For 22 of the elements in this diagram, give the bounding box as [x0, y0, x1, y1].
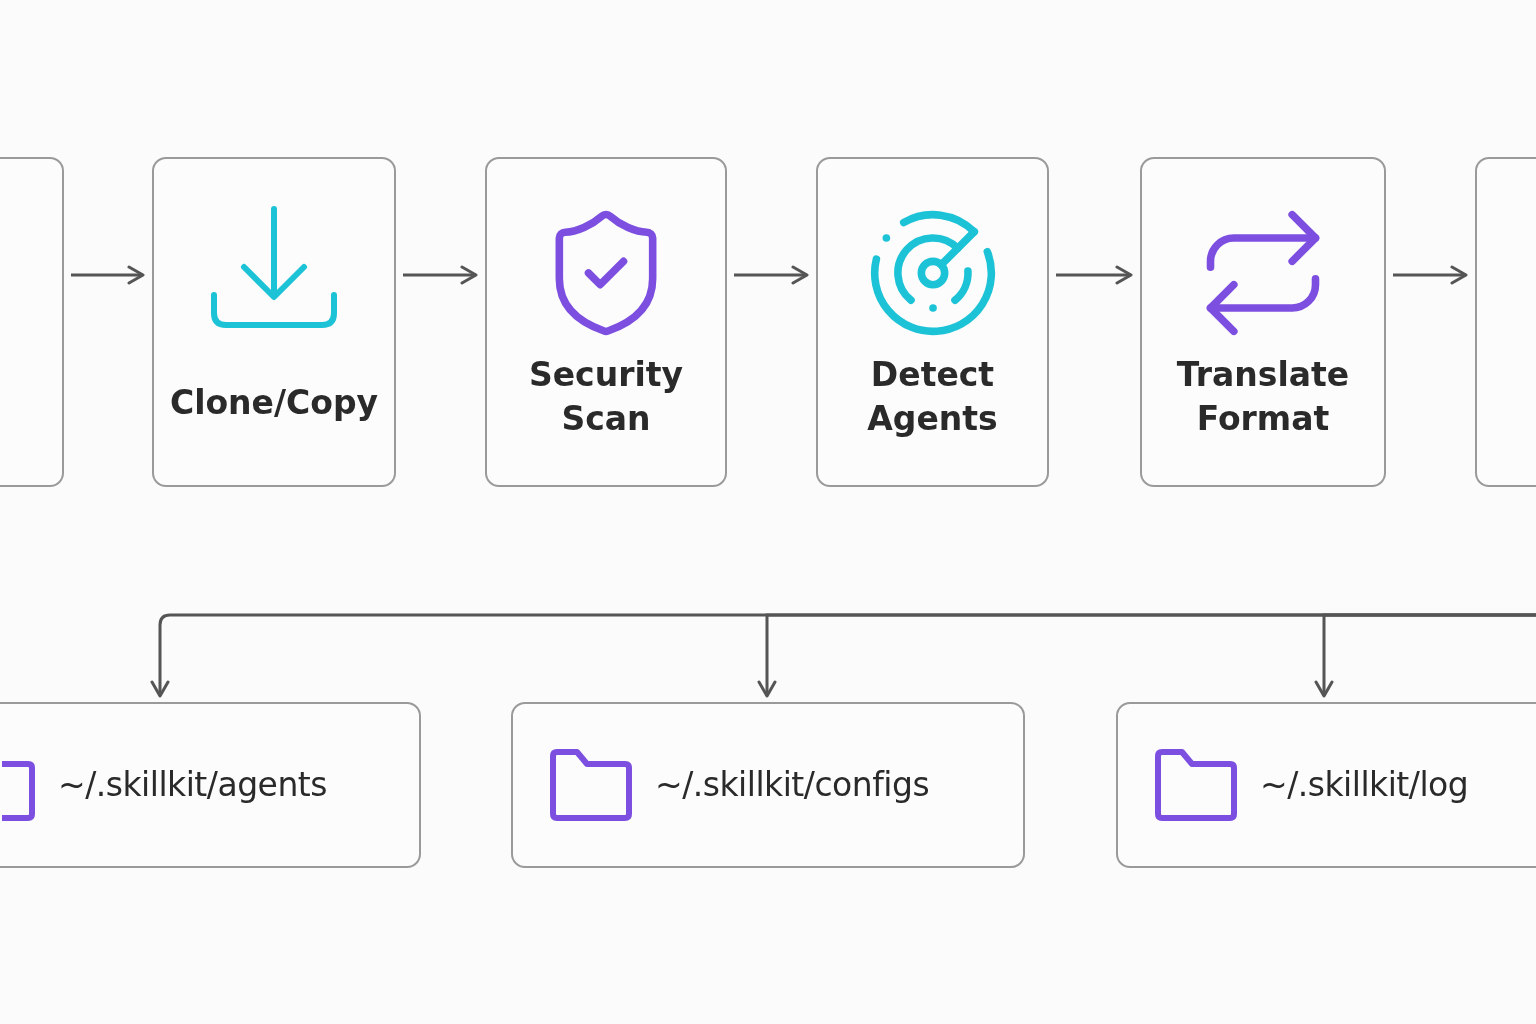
step-box	[152, 157, 396, 487]
step-box	[1475, 157, 1536, 487]
arrow	[1314, 613, 1536, 698]
step-box	[816, 157, 1049, 487]
arrow	[403, 265, 478, 285]
step-label: Security Scan	[527, 354, 685, 440]
folder-box	[1116, 702, 1536, 868]
folder-box	[511, 702, 1025, 868]
step-box	[485, 157, 727, 487]
step-label: Clone/Copy	[168, 382, 380, 424]
arrow	[734, 265, 809, 285]
arrow	[71, 265, 145, 285]
arrow	[1393, 265, 1468, 285]
path-label: ~/.skillkit/log	[1260, 764, 1469, 807]
step-box	[0, 157, 64, 487]
folder-box	[0, 702, 421, 868]
step-box	[1140, 157, 1386, 487]
step-label: Detect Agents	[866, 354, 999, 440]
step-label: Translate Format	[1175, 354, 1351, 440]
path-label: ~/.skillkit/agents	[58, 764, 327, 807]
path-label: ~/.skillkit/configs	[655, 764, 930, 807]
arrow	[1056, 265, 1133, 285]
